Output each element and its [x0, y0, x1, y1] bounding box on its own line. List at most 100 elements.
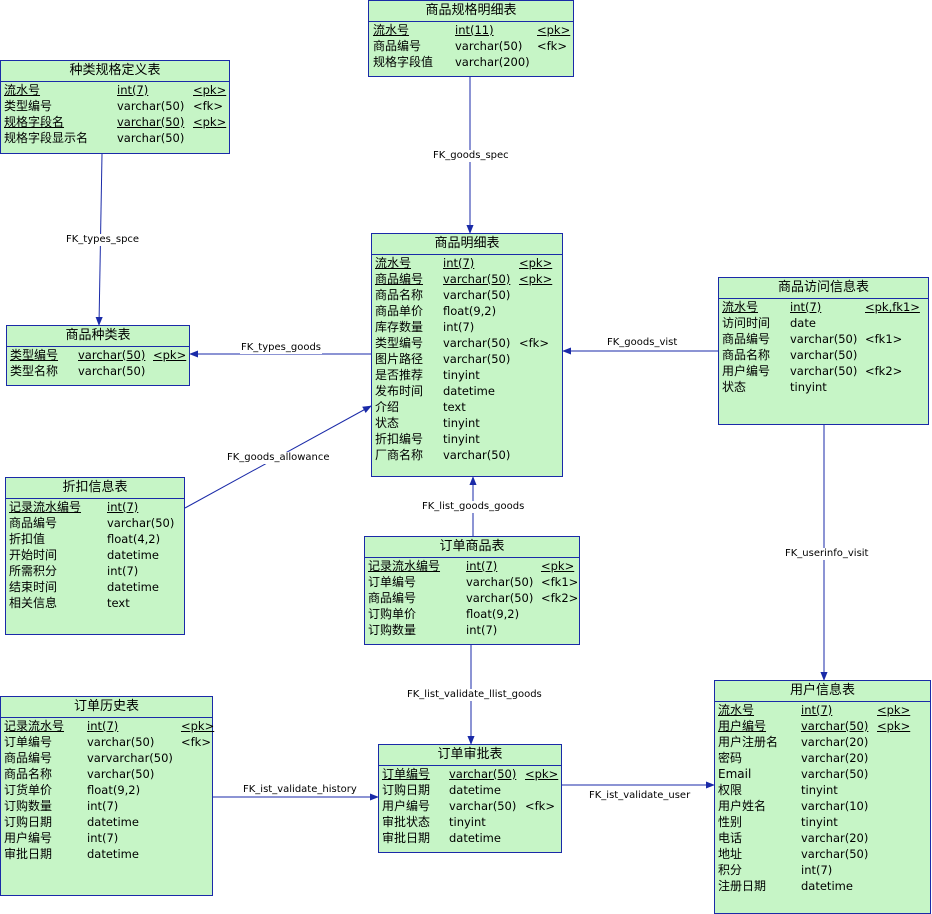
- column-name: 图片路径: [375, 352, 424, 366]
- column-type: varchar(50): [443, 448, 511, 462]
- column-type: tinyint: [443, 368, 480, 382]
- column-name: 审批状态: [382, 815, 431, 829]
- entity-title: 商品访问信息表: [719, 278, 928, 299]
- column-name: 流水号: [375, 256, 412, 270]
- column-name: 开始时间: [9, 548, 58, 562]
- column-key-tag: <fk>: [519, 336, 549, 350]
- link-label-types-spce: FK_types_spce: [65, 234, 141, 246]
- column-row: 商品名称 varchar(50): [1, 766, 212, 782]
- column-name: 商品编号: [722, 332, 771, 346]
- column-type: varchar(50): [87, 767, 155, 781]
- link-label-list-validate-llist-goods: FK_list_validate_llist_goods: [406, 689, 543, 701]
- column-name: 商品编号: [375, 272, 424, 286]
- column-type: int(7): [87, 799, 119, 813]
- column-type: varchar(50): [443, 352, 511, 366]
- column-type: text: [443, 400, 466, 414]
- column-type: varvarchar(50): [87, 751, 173, 765]
- column-type: varchar(50): [87, 735, 155, 749]
- column-key-tag: <fk2>: [541, 591, 579, 605]
- column-type: varchar(50): [449, 799, 517, 813]
- column-name: 用户编号: [722, 364, 771, 378]
- column-name: 商品名称: [4, 767, 53, 781]
- column-type: datetime: [87, 847, 139, 861]
- column-row: 权限 tinyint: [715, 782, 930, 798]
- column-type: datetime: [107, 548, 159, 562]
- column-name: 记录流水编号: [9, 500, 82, 514]
- column-row: 规格字段显示名 varchar(50): [1, 130, 229, 146]
- entity-title: 商品规格明细表: [369, 1, 573, 22]
- column-name: 商品名称: [375, 288, 424, 302]
- column-name: 库存数量: [375, 320, 424, 334]
- column-type: varchar(50): [449, 767, 517, 781]
- column-name: 商品编号: [373, 39, 422, 53]
- column-type: varchar(50): [117, 131, 185, 145]
- column-name: 相关信息: [9, 596, 58, 610]
- entity-title: 商品种类表: [7, 326, 189, 347]
- column-name: 订单编号: [368, 575, 417, 589]
- column-name: 结束时间: [9, 580, 58, 594]
- column-type: varchar(50): [790, 332, 858, 346]
- column-type: datetime: [801, 879, 853, 893]
- column-name: 规格字段显示名: [4, 131, 89, 145]
- link-label-userinfo-visit: FK_userinfo_visit: [784, 548, 870, 560]
- column-name: 访问时间: [722, 316, 771, 330]
- column-name: 厂商名称: [375, 448, 424, 462]
- column-name: 记录流水号: [4, 719, 65, 733]
- column-type: varchar(20): [801, 831, 869, 845]
- column-type: datetime: [87, 815, 139, 829]
- link-label-list-goods-goods: FK_list_goods_goods: [421, 501, 526, 513]
- column-name: 权限: [718, 783, 743, 797]
- column-type: varchar(50): [801, 847, 869, 861]
- column-key-tag: <fk2>: [865, 364, 903, 378]
- entity-title: 订单审批表: [379, 745, 561, 766]
- column-name: 用户编号: [4, 831, 53, 845]
- column-key-tag: <pk>: [153, 348, 187, 362]
- column-name: 用户编号: [382, 799, 431, 813]
- column-type: varchar(50): [790, 364, 858, 378]
- link-label-goods-vist: FK_goods_vist: [606, 337, 679, 349]
- link-label-ist-validate-history: FK_ist_validate_history: [242, 784, 358, 796]
- column-key-tag: <pk,fk1>: [865, 300, 920, 314]
- column-type: varchar(50): [455, 39, 523, 53]
- column-name: 订购日期: [4, 815, 53, 829]
- column-type: varchar(50): [443, 336, 511, 350]
- column-key-tag: <pk>: [525, 767, 559, 781]
- column-type: tinyint: [801, 783, 838, 797]
- column-name: 类型编号: [10, 348, 59, 362]
- column-name: 商品单价: [375, 304, 424, 318]
